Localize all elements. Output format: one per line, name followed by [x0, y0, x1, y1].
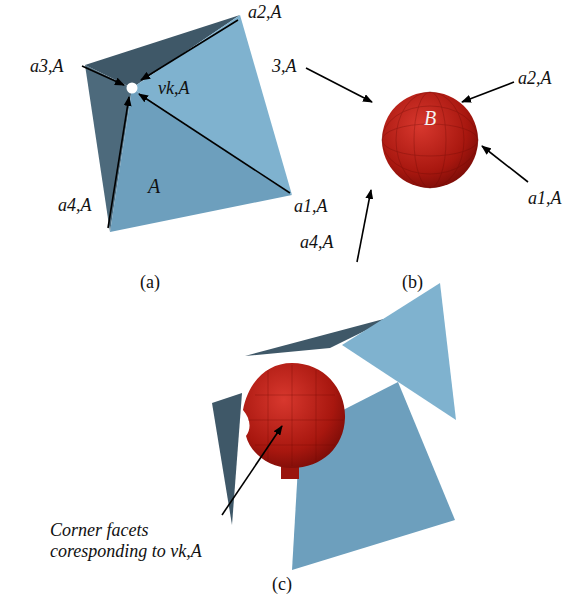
direction-arrow: [139, 94, 290, 193]
vector-label: a2,A: [518, 68, 552, 89]
vector-label: vk,A: [158, 78, 189, 99]
facet-shard: [212, 393, 242, 525]
node-label: A: [148, 176, 160, 197]
vector-label: 3,A: [272, 56, 297, 77]
vector-label: a1,A: [294, 196, 328, 217]
vector-label: a4,A: [300, 232, 334, 253]
panel-label: (c): [272, 574, 292, 595]
vector-label: a3,A: [30, 56, 64, 77]
pyramid-A: A: [80, 10, 300, 240]
direction-arrow: [108, 97, 129, 228]
panel-label: (a): [140, 272, 160, 293]
direction-arrow: [357, 190, 371, 262]
sphere-B: B: [380, 90, 480, 190]
panel-label: (b): [402, 272, 423, 293]
direction-arrow: [462, 82, 514, 102]
node-label: B: [424, 108, 436, 129]
direction-arrow: [306, 68, 372, 102]
direction-arrow: [482, 146, 528, 182]
direction-arrow: [141, 20, 238, 80]
leader-arrow: [222, 426, 282, 515]
shape-outline: [380, 90, 480, 190]
shape-outline: [80, 10, 300, 240]
vector-label: a2,A: [248, 2, 282, 23]
vector-label: a1,A: [528, 188, 562, 209]
vector-label: a4,A: [58, 195, 92, 216]
direction-arrow: [82, 66, 124, 85]
callout-text: Corner facets coresponding to vk,A: [50, 520, 240, 562]
